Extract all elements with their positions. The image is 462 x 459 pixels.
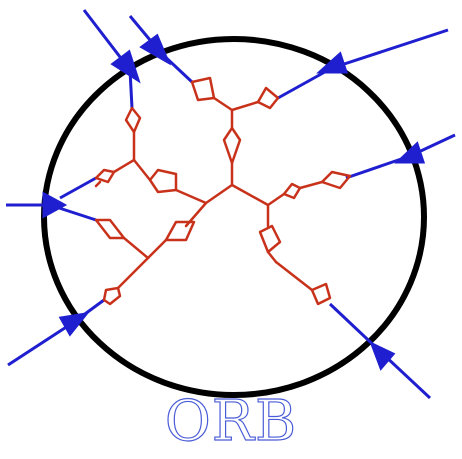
leaf-right-top <box>322 172 350 188</box>
external-leg-bottom-right <box>330 304 430 398</box>
leaf-right-bottom <box>312 284 330 304</box>
edge-right-to-leaf <box>276 262 312 290</box>
leaf-left-far <box>96 220 124 238</box>
edge-lowerleft-hub <box>148 240 166 258</box>
edge-left-mid <box>114 160 134 172</box>
leaf-lowerleft-top <box>166 222 194 240</box>
edge-right-stem <box>268 194 284 205</box>
edge-left-far <box>96 182 100 186</box>
external-legs <box>6 10 455 398</box>
edge-lowerleft-down <box>118 258 148 288</box>
leaf-upper-center <box>224 128 240 163</box>
edge-lowerleft-inner <box>124 238 148 258</box>
external-leg-left-top <box>60 178 96 198</box>
edge-center-right <box>232 185 268 205</box>
external-leg-left <box>6 194 96 220</box>
external-leg-top <box>130 16 192 82</box>
external-leg-top-left <box>84 10 138 108</box>
boundary-circle <box>44 39 424 395</box>
caption-title: ORB <box>0 392 462 452</box>
leaf-left-top <box>126 108 140 132</box>
external-leg-right <box>346 135 455 178</box>
leaf-right-lower <box>260 226 280 252</box>
edge-left-stem <box>176 190 206 203</box>
edge-left-hub <box>134 160 150 180</box>
leaf-upper-left <box>192 78 214 100</box>
leaf-left-middle <box>96 170 114 182</box>
edge-upper-left <box>214 98 232 110</box>
leaf-left-hub <box>150 170 176 192</box>
edge-center-lowerleft <box>206 185 232 203</box>
edge-right-mid <box>300 182 322 188</box>
edge-right-lower <box>268 252 276 262</box>
leaf-right-middle <box>284 184 300 198</box>
edge-upper-right <box>232 102 258 110</box>
leaf-upper-right <box>258 88 278 108</box>
leaf-lowerleft-bottom <box>104 288 120 304</box>
